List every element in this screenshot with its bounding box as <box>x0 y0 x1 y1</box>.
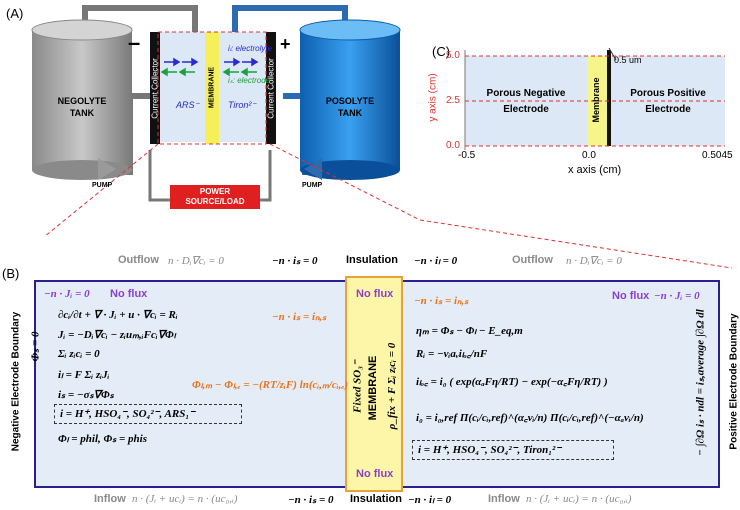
pos-eq-3: iₗₒ꜀ = i₀ ( exp(αₐFη/RT) − exp(−α꜀Fη/RT)… <box>416 376 608 388</box>
neg-eq-1: ∂cᵢ/∂t + ∇ · Jᵢ + u · ∇cᵢ = Rᵢ <box>58 309 178 321</box>
membrane-label-b: MEMBRANE <box>367 355 379 421</box>
membrane-noflux-bottom: No flux <box>356 468 394 480</box>
c-xtick-left: -0.5 <box>458 150 476 161</box>
zoom-line-right <box>269 143 420 221</box>
pump-left-icon <box>98 158 116 180</box>
neg-eq-2: Jᵢ = −Dᵢ∇cᵢ − zᵢuₘ,ᵢFcᵢ∇Φₗ <box>58 329 176 341</box>
membrane-noflux-top: No flux <box>356 288 394 300</box>
ions-right-label: Tiron²⁻ <box>228 100 257 110</box>
electrode-current-arrows <box>160 67 257 77</box>
c-x-label: x axis (cm) <box>568 164 622 176</box>
right-noflux-label: No flux <box>612 290 650 302</box>
neg-eq-4: iₗ = F Σᵢ zᵢJᵢ <box>58 369 110 381</box>
neg-eq-5: iₛ = −σₛ∇Φₛ <box>58 389 114 401</box>
top-outflow-right-eq: n · Dᵢ∇cᵢ = 0 <box>566 255 622 267</box>
current-collector-left <box>150 32 160 144</box>
panel-a-label: (A) <box>6 6 24 21</box>
membrane-strip <box>205 32 219 144</box>
cell-dashed-outline <box>157 31 267 145</box>
c-region-mid: Membrane <box>591 77 601 123</box>
legend-electrolyte: iₗ: electrolyte <box>228 44 273 53</box>
left-noflux-label: No flux <box>110 288 148 300</box>
panel-c-label: (C) <box>432 44 451 59</box>
panel-b-label: (B) <box>2 266 20 281</box>
bottom-inflow-right-label: Inflow <box>488 493 520 505</box>
membrane-rho: ρ_fix + F Σᵢ zᵢcᵢ = 0 <box>386 342 398 430</box>
plus-sign: + <box>280 34 291 54</box>
panel-a-diagram <box>31 5 420 235</box>
panel-c-diagram <box>464 47 725 150</box>
bottom-il-eq: −n · iₗ = 0 <box>408 494 452 506</box>
c-xtick-mid: 0.0 <box>582 150 596 161</box>
pump-left-label: PUMP <box>92 182 113 189</box>
pos-interface-is: −n · iₛ = iₙ,ₛ <box>414 295 469 307</box>
right-noflux-eq: −n · Jᵢ = 0 <box>654 290 700 302</box>
neg-phi: Φₗ = phil, Φₛ = phis <box>58 433 148 445</box>
top-outflow-right-label: Outflow <box>512 254 553 266</box>
minus-sign: – <box>128 30 141 55</box>
c-xtick-right: 0.5045 <box>702 150 733 161</box>
pipe-pos-top <box>232 5 348 40</box>
bottom-insulation: Insulation <box>350 493 402 505</box>
negative-boundary-label: Negative Electrode Boundary <box>10 311 22 452</box>
phi-s-zero: Φₛ = 0 <box>29 331 42 362</box>
pump-right-icon <box>304 158 322 180</box>
neg-species: i = H⁺, HSO₄⁻, SO₄²⁻, ARS₁⁻ <box>60 408 195 420</box>
bottom-inflow-right-eq: n · (Jᵢ + ucᵢ) = n · (uc₀,ᵢ) <box>526 493 632 505</box>
membrane-fixed: Fixed SO₃⁻ <box>351 360 364 413</box>
posolyte-tank <box>299 19 401 180</box>
c-ytick-mid: 2.5 <box>446 95 460 106</box>
ions-left-label: ARS⁻ <box>176 100 200 110</box>
right-integral: − ∫∂Ω iₛ · ndl = iₛ,average ∫∂Ω dl <box>694 309 707 456</box>
top-outflow-left-label: Outflow <box>118 254 159 266</box>
neg-interface-is: −n · iₛ = iₙ,ₛ <box>272 311 327 323</box>
c-y-label: y axis (cm) <box>427 73 439 122</box>
c-ytick-top: 5.0 <box>446 50 460 61</box>
note-pointer <box>608 47 617 61</box>
pump-right-label: PUMP <box>302 182 323 189</box>
top-insulation: Insulation <box>346 254 398 266</box>
membrane-label-a: MEMBRANE <box>208 66 216 109</box>
left-noflux-eq: −n · Jᵢ = 0 <box>44 288 90 300</box>
bottom-inflow-left-eq: n · (Jᵢ + ucᵢ) = n · (uc₀,ᵢ) <box>132 493 238 505</box>
negolyte-tank <box>31 19 133 180</box>
current-collector-right <box>266 32 276 144</box>
bottom-is-eq: −n · iₛ = 0 <box>288 494 334 506</box>
top-is-eq: −n · iₛ = 0 <box>272 255 318 267</box>
neg-interface-phi: Φₗ,ₘ − Φₗ,ₑ = −(RT/zᵢF) ln(cᵢ,ₘ/cᵢ,ₑ) <box>192 379 349 391</box>
neg-species-box <box>54 404 242 424</box>
top-il-eq: −n · iₗ = 0 <box>414 255 458 267</box>
pos-eq-1: ηₘ = Φₛ − Φₗ − E_eq,m <box>416 325 523 337</box>
pipe-neg-top <box>82 5 198 40</box>
pos-species-box <box>412 440 614 460</box>
electrolyte-current-arrows <box>164 57 259 67</box>
c-ytick-bottom: 0.0 <box>446 140 460 151</box>
pos-eq-2: Rᵢ = −νᵢaᵥiₗₒ꜀/nF <box>416 348 488 360</box>
positive-boundary-label: Positive Electrode Boundary <box>728 313 740 450</box>
thin-layer <box>607 50 611 146</box>
current-collector-right-label: Current Collector <box>266 58 276 119</box>
pos-species: i = H⁺, HSO₄⁻, SO₄²⁻, Tiron₁²⁻ <box>418 444 562 456</box>
bottom-inflow-left-label: Inflow <box>94 493 126 505</box>
top-outflow-left-eq: n · Dᵢ∇cᵢ = 0 <box>168 255 224 267</box>
current-collector-left-label: Current Collector <box>150 58 160 119</box>
pos-eq-4: i₀ = i₀,ref Π(cᵢ/cᵢ,ref)^(α꜀νᵢ/n) Π(cᵢ/c… <box>416 412 644 424</box>
legend-electrode: iₛ: electrode <box>228 76 271 85</box>
zoom-line-right-ext <box>420 219 733 269</box>
zoom-line-left <box>45 143 159 235</box>
neg-eq-3: Σᵢ zᵢcᵢ = 0 <box>58 348 100 360</box>
c-thickness-note: 0.5 um <box>614 55 642 65</box>
power-box <box>170 185 260 209</box>
membrane-box <box>345 276 403 492</box>
